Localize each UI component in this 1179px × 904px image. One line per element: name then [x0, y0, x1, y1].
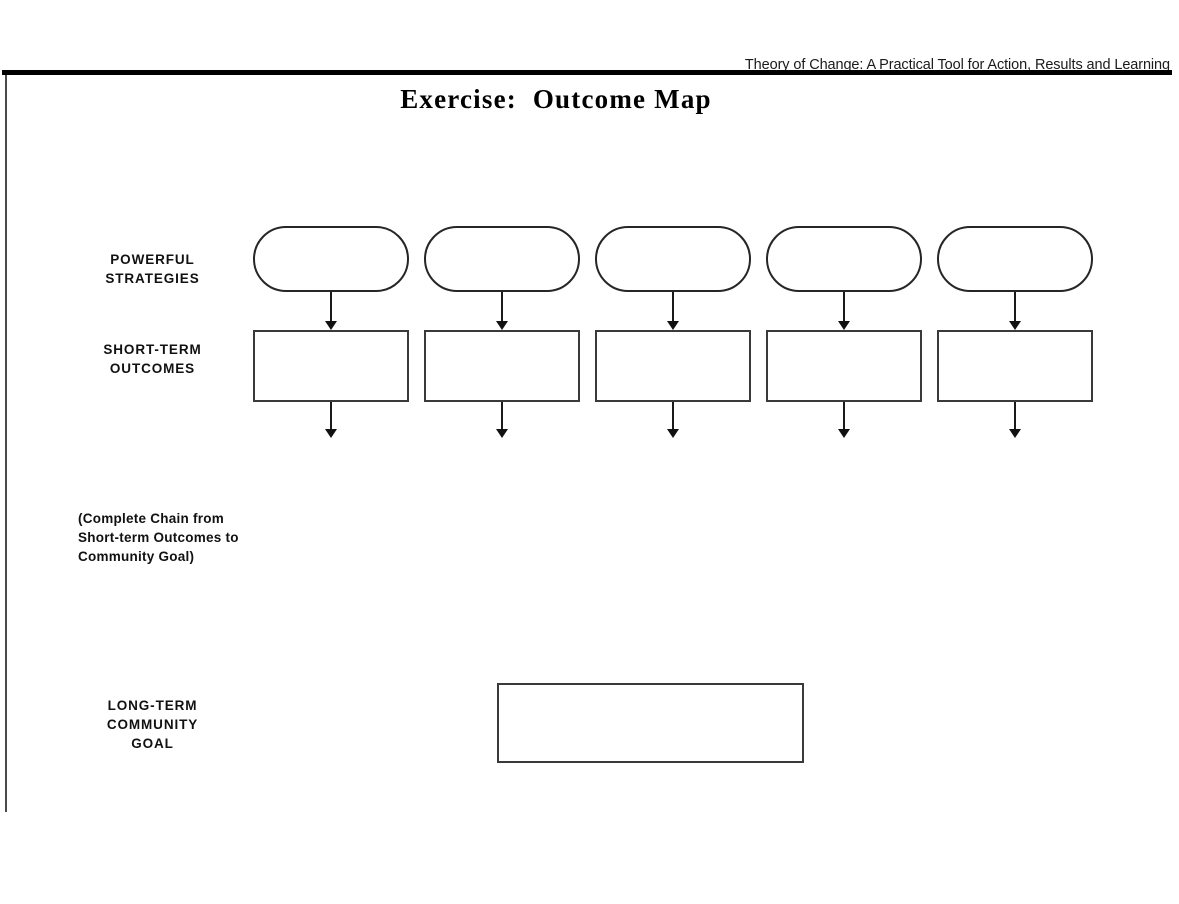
strategy-pill[interactable] — [424, 226, 580, 292]
short-term-outcome-box[interactable] — [253, 330, 409, 402]
arrow-outcome-downstream — [837, 402, 851, 440]
short-term-outcome-box[interactable] — [595, 330, 751, 402]
short-term-outcome-box[interactable] — [937, 330, 1093, 402]
long-term-community-goal-box[interactable] — [497, 683, 804, 763]
arrow-outcome-downstream — [495, 402, 509, 440]
slide-frame-left-border — [5, 75, 7, 812]
arrow-strategy-to-outcome — [666, 292, 680, 332]
strategy-pill[interactable] — [766, 226, 922, 292]
arrow-strategy-to-outcome — [495, 292, 509, 332]
row-label-powerful-strategies: POWERFUL STRATEGIES — [105, 252, 200, 286]
complete-chain-note: (Complete Chain from Short-term Outcomes… — [78, 511, 239, 564]
running-header: Theory of Change: A Practical Tool for A… — [744, 57, 1170, 73]
arrow-outcome-downstream — [666, 402, 680, 440]
strategy-pill[interactable] — [253, 226, 409, 292]
row-label-short-term-outcomes: SHORT-TERM OUTCOMES — [103, 342, 202, 376]
short-term-outcome-box[interactable] — [424, 330, 580, 402]
strategy-pill[interactable] — [595, 226, 751, 292]
strategy-pill[interactable] — [937, 226, 1093, 292]
arrow-strategy-to-outcome — [324, 292, 338, 332]
row-label-long-term-community-goal: LONG-TERM COMMUNITY GOAL — [106, 698, 199, 751]
header-rule — [2, 70, 1172, 75]
arrow-strategy-to-outcome — [1008, 292, 1022, 332]
arrow-strategy-to-outcome — [837, 292, 851, 332]
arrow-outcome-downstream — [1008, 402, 1022, 440]
arrow-outcome-downstream — [324, 402, 338, 440]
short-term-outcome-box[interactable] — [766, 330, 922, 402]
page-title: Exercise: Outcome Map — [400, 84, 712, 114]
